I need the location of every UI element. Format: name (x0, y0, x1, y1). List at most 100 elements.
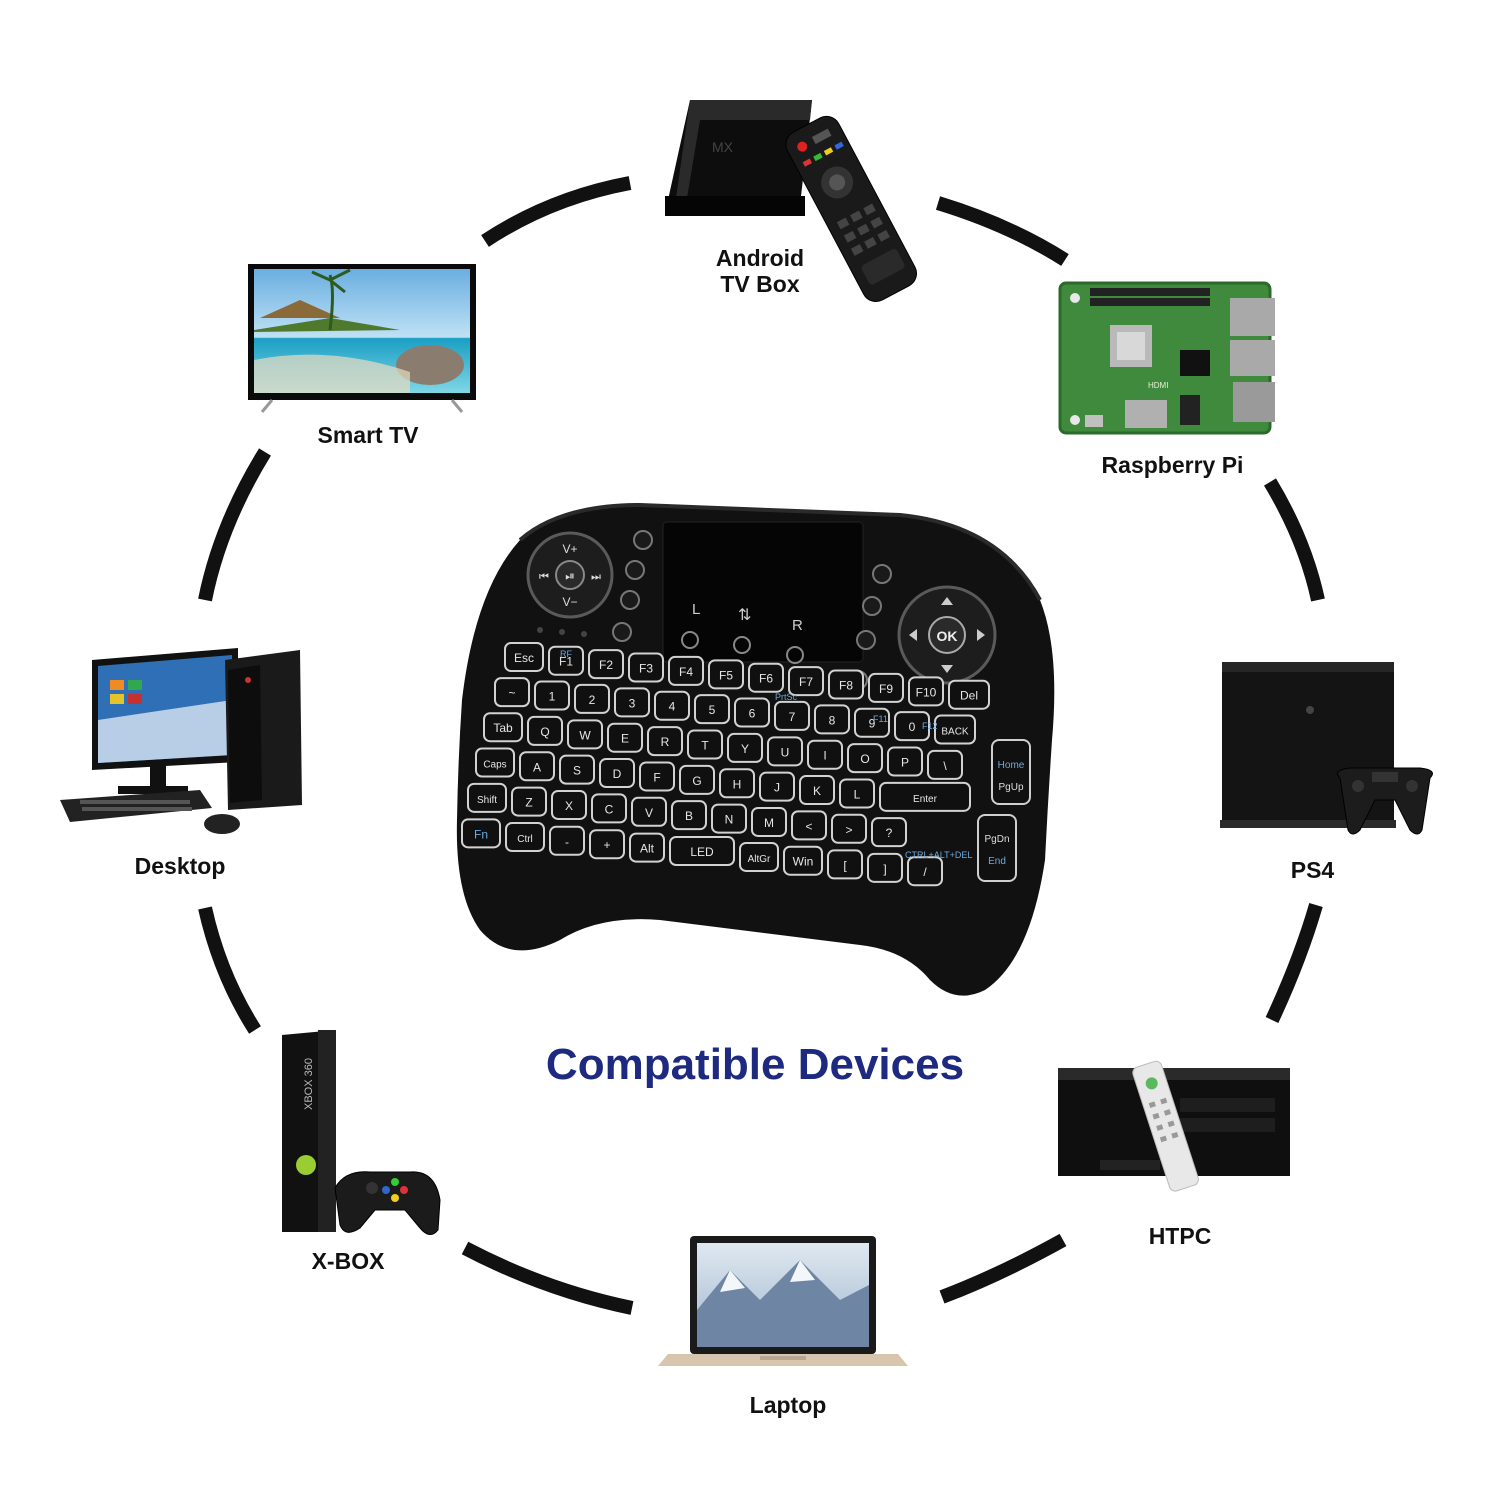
key-label: 0 (909, 720, 916, 734)
key-6[interactable] (734, 697, 770, 728)
key-[interactable] (907, 856, 943, 887)
key-win[interactable] (783, 845, 823, 876)
key-v[interactable] (631, 796, 667, 827)
key-back[interactable] (934, 714, 976, 745)
key-f2[interactable] (588, 649, 624, 680)
key-f[interactable] (639, 761, 675, 792)
key-alt[interactable] (629, 832, 665, 863)
key-f5[interactable] (708, 659, 744, 690)
key-esc[interactable] (504, 641, 544, 672)
key-8[interactable] (814, 704, 850, 735)
arrow-down-icon[interactable] (941, 665, 953, 673)
mouse-button[interactable] (612, 622, 632, 642)
key-[interactable] (867, 852, 903, 883)
key-x[interactable] (551, 789, 587, 820)
mute-button[interactable] (620, 590, 640, 610)
key-fn[interactable] (461, 818, 501, 849)
key-u[interactable] (767, 736, 803, 767)
key-[interactable] (494, 677, 530, 708)
key-f7[interactable] (788, 666, 824, 697)
key-j[interactable] (759, 771, 795, 802)
navigation-dpad[interactable]: OK (897, 585, 997, 685)
key-label: Y (741, 742, 749, 756)
key-y[interactable] (727, 732, 763, 763)
key-z[interactable] (511, 786, 547, 817)
key-k[interactable] (799, 775, 835, 806)
key-[interactable] (589, 829, 625, 860)
search-button[interactable] (872, 564, 892, 584)
key-altgr[interactable] (739, 841, 779, 872)
key-label: B (685, 809, 693, 823)
key-f9[interactable] (868, 672, 904, 703)
key-3[interactable] (614, 687, 650, 718)
key-caps[interactable] (475, 747, 515, 778)
arrow-left-icon[interactable] (909, 629, 917, 641)
key-w[interactable] (567, 719, 603, 750)
key-enter[interactable] (879, 781, 971, 812)
key-pgdn-end[interactable] (977, 814, 1017, 882)
key-f1[interactable] (548, 645, 584, 676)
key-[interactable] (791, 810, 827, 841)
key-label: 3 (629, 696, 636, 710)
key-m[interactable] (751, 806, 787, 837)
fn-sublabel: F12 (922, 721, 938, 731)
key-[interactable] (927, 749, 963, 780)
key-label: K (813, 784, 821, 798)
key-1[interactable] (534, 680, 570, 711)
key-[interactable] (549, 825, 585, 856)
key-p[interactable] (887, 746, 923, 777)
key-i[interactable] (807, 739, 843, 770)
next-track-icon[interactable]: ⏭ (591, 571, 601, 583)
key-o[interactable] (847, 743, 883, 774)
key-e[interactable] (607, 722, 643, 753)
key-label: Del (960, 689, 978, 703)
key-0[interactable] (894, 711, 930, 742)
key-c[interactable] (591, 793, 627, 824)
key-r[interactable] (647, 726, 683, 757)
key-f3[interactable] (628, 652, 664, 683)
touchpad[interactable] (662, 521, 864, 663)
previous-track-icon[interactable]: ⏮ (539, 571, 549, 583)
power-button[interactable] (633, 530, 653, 550)
key-s[interactable] (559, 754, 595, 785)
key-g[interactable] (679, 764, 715, 795)
key-a[interactable] (519, 751, 555, 782)
key-pgup-label: PgUp (998, 782, 1023, 793)
volume-up-label[interactable]: V+ (562, 542, 577, 556)
key-h[interactable] (719, 768, 755, 799)
key-f8[interactable] (828, 669, 864, 700)
key-t[interactable] (687, 729, 723, 760)
key-q[interactable] (527, 715, 563, 746)
key-4[interactable] (654, 690, 690, 721)
volume-down-label[interactable]: V− (562, 595, 577, 609)
key-tab[interactable] (483, 712, 523, 743)
media-dpad[interactable]: ⏯ V+ V− ⏮ ⏭ (526, 531, 614, 619)
key-del[interactable] (948, 679, 990, 710)
key-[interactable] (827, 849, 863, 880)
key-l[interactable] (839, 778, 875, 809)
arrow-up-icon[interactable] (941, 597, 953, 605)
key-b[interactable] (671, 800, 707, 831)
key-led[interactable] (669, 836, 735, 866)
key-n[interactable] (711, 803, 747, 834)
key-shift[interactable] (467, 782, 507, 813)
key-f6[interactable] (748, 662, 784, 693)
key-f10[interactable] (908, 676, 944, 707)
home-button[interactable] (862, 596, 882, 616)
key-[interactable] (831, 813, 867, 844)
key-5[interactable] (694, 694, 730, 725)
ok-button[interactable]: OK (937, 628, 958, 644)
key-2[interactable] (574, 683, 610, 714)
key-7[interactable] (774, 700, 810, 731)
key-9[interactable] (854, 707, 890, 738)
key-label: LED (690, 845, 714, 859)
key-ctrl[interactable] (505, 822, 545, 853)
play-pause-icon[interactable]: ⏯ (565, 569, 575, 583)
key-f4[interactable] (668, 655, 704, 686)
key-home-pgup[interactable] (991, 739, 1031, 805)
arrow-right-icon[interactable] (977, 629, 985, 641)
mail-button[interactable] (625, 560, 645, 580)
key-[interactable] (871, 817, 907, 848)
key-d[interactable] (599, 758, 635, 789)
browser-button[interactable] (856, 630, 876, 650)
